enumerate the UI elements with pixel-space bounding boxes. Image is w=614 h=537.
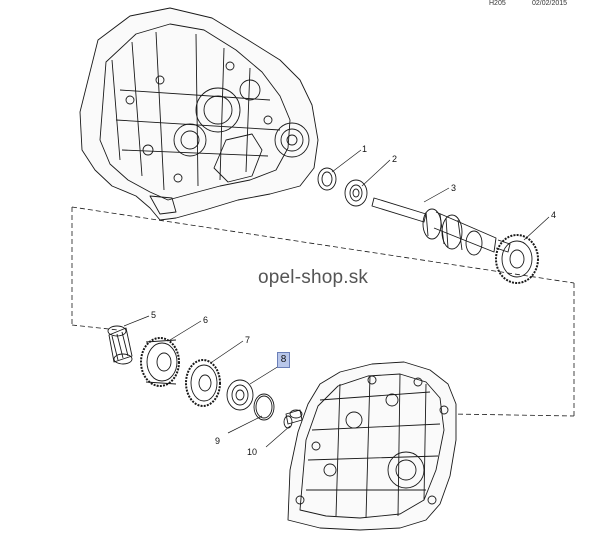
transmission-housing-lower (287, 361, 457, 531)
callout-1: 1 (362, 144, 367, 154)
part-10-bolt (283, 409, 303, 429)
callout-5: 5 (151, 310, 156, 320)
diagram-date: 02/02/2015 (532, 0, 568, 7)
leader-lines (123, 149, 550, 448)
diagram-code: H205 (489, 0, 506, 7)
callout-2: 2 (392, 154, 397, 164)
callout-8-highlighted[interactable]: 8 (277, 352, 290, 368)
part-6-gear (140, 337, 180, 387)
part-3-shaft (371, 197, 511, 256)
part-4-gear (495, 234, 539, 284)
assembly-boundary (71, 206, 575, 417)
part-5-needle-bearing (107, 325, 133, 365)
callout-3: 3 (451, 183, 456, 193)
transmission-housing-upper (79, 7, 319, 221)
callout-10: 10 (247, 447, 257, 457)
part-1-shaft-seal (317, 167, 337, 191)
part-7-gear (185, 359, 221, 407)
part-8-bearing (226, 379, 254, 411)
callout-4: 4 (551, 210, 556, 220)
callout-6: 6 (203, 315, 208, 325)
callout-9: 9 (215, 436, 220, 446)
part-2-bearing (344, 179, 368, 207)
callout-7: 7 (245, 335, 250, 345)
part-9-snap-ring (253, 393, 275, 421)
watermark: opel-shop.sk (258, 267, 369, 288)
